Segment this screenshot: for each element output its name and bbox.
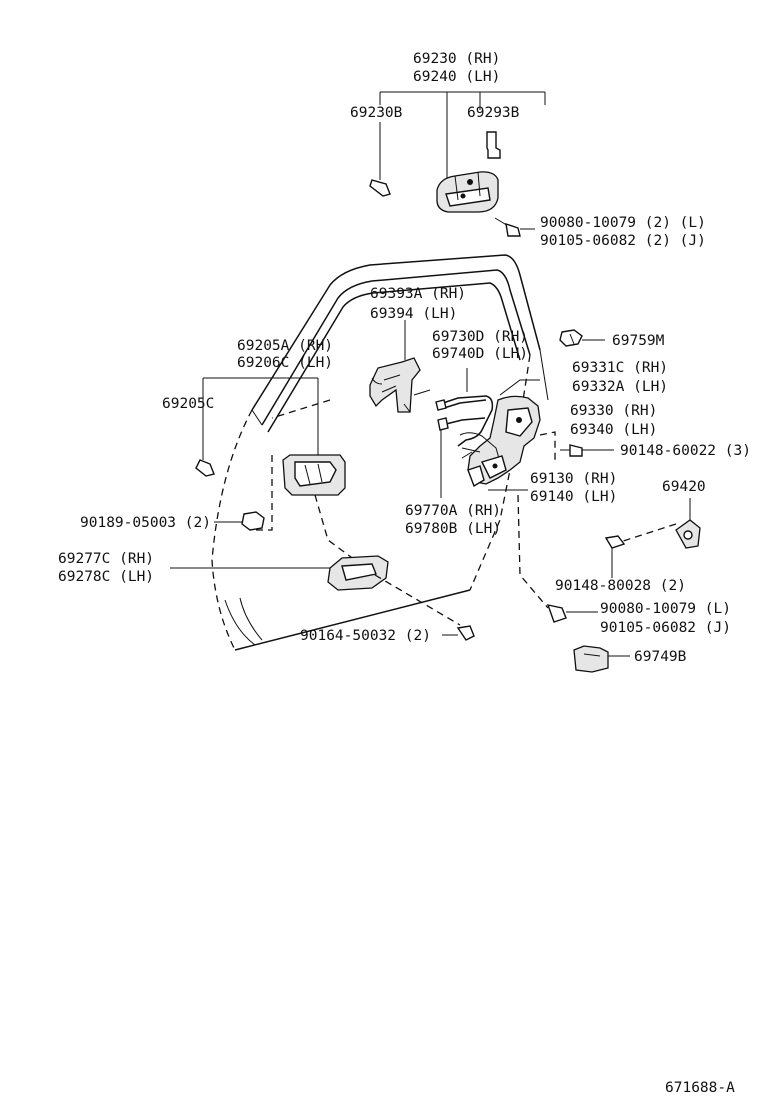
label-69277c: 69277C (RH)	[58, 551, 154, 567]
bracket-69393a	[369, 320, 431, 413]
label-69420: 69420	[662, 479, 706, 495]
top-handle-group	[369, 91, 546, 237]
label-69230: 69230 (RH)	[413, 51, 500, 67]
link-rod-69730d	[435, 368, 494, 447]
label-69205a: 69205A (RH)	[237, 338, 333, 354]
label-69205c: 69205C	[162, 396, 214, 412]
door-lock-assembly	[459, 379, 614, 491]
label-90080b: 90080-10079 (L)	[600, 601, 731, 617]
label-90189: 90189-05003 (2)	[80, 515, 211, 531]
label-69230b: 69230B	[350, 105, 403, 121]
labels: 69230 (RH) 69240 (LH) 69230B 69293B 9008…	[58, 51, 751, 1096]
diagram-id: 671688-A	[665, 1080, 735, 1096]
label-69130: 69130 (RH)	[530, 471, 617, 487]
inside-handle-69205a	[195, 377, 376, 576]
striker-69420	[604, 498, 701, 578]
label-69330: 69330 (RH)	[570, 403, 657, 419]
handle-bezel-69277c	[170, 555, 475, 641]
clip-69759m	[559, 329, 605, 347]
label-69332a: 69332A (LH)	[572, 379, 668, 395]
label-90080a: 90080-10079 (2) (L)	[540, 215, 706, 231]
label-69393a: 69393A (RH)	[370, 286, 466, 302]
label-69394: 69394 (LH)	[370, 306, 457, 322]
door-outline	[211, 254, 549, 651]
label-69293b: 69293B	[467, 105, 520, 121]
label-69331c: 69331C (RH)	[572, 360, 668, 376]
label-90105a: 90105-06082 (2) (J)	[540, 233, 706, 249]
label-90164: 90164-50032 (2)	[300, 628, 431, 644]
label-69240: 69240 (LH)	[413, 69, 500, 85]
bolt-90189	[214, 511, 265, 531]
label-69206c: 69206C (LH)	[237, 355, 333, 371]
label-90105b: 90105-06082 (J)	[600, 620, 731, 636]
label-69770a: 69770A (RH)	[405, 503, 501, 519]
label-69140: 69140 (LH)	[530, 489, 617, 505]
label-69730d: 69730D (RH)	[432, 329, 528, 345]
label-90148b: 90148-80028 (2)	[555, 578, 686, 594]
rod-lower	[517, 494, 598, 623]
label-69340: 69340 (LH)	[570, 422, 657, 438]
label-69749b: 69749B	[634, 649, 687, 665]
part-69749b	[573, 645, 630, 673]
label-69278c: 69278C (LH)	[58, 569, 154, 585]
label-69740d: 69740D (LH)	[432, 346, 528, 362]
label-69780b: 69780B (LH)	[405, 521, 501, 537]
link-rod-69770a	[437, 417, 486, 498]
label-90148a: 90148-60022 (3)	[620, 443, 751, 459]
label-69759m: 69759M	[612, 333, 665, 349]
